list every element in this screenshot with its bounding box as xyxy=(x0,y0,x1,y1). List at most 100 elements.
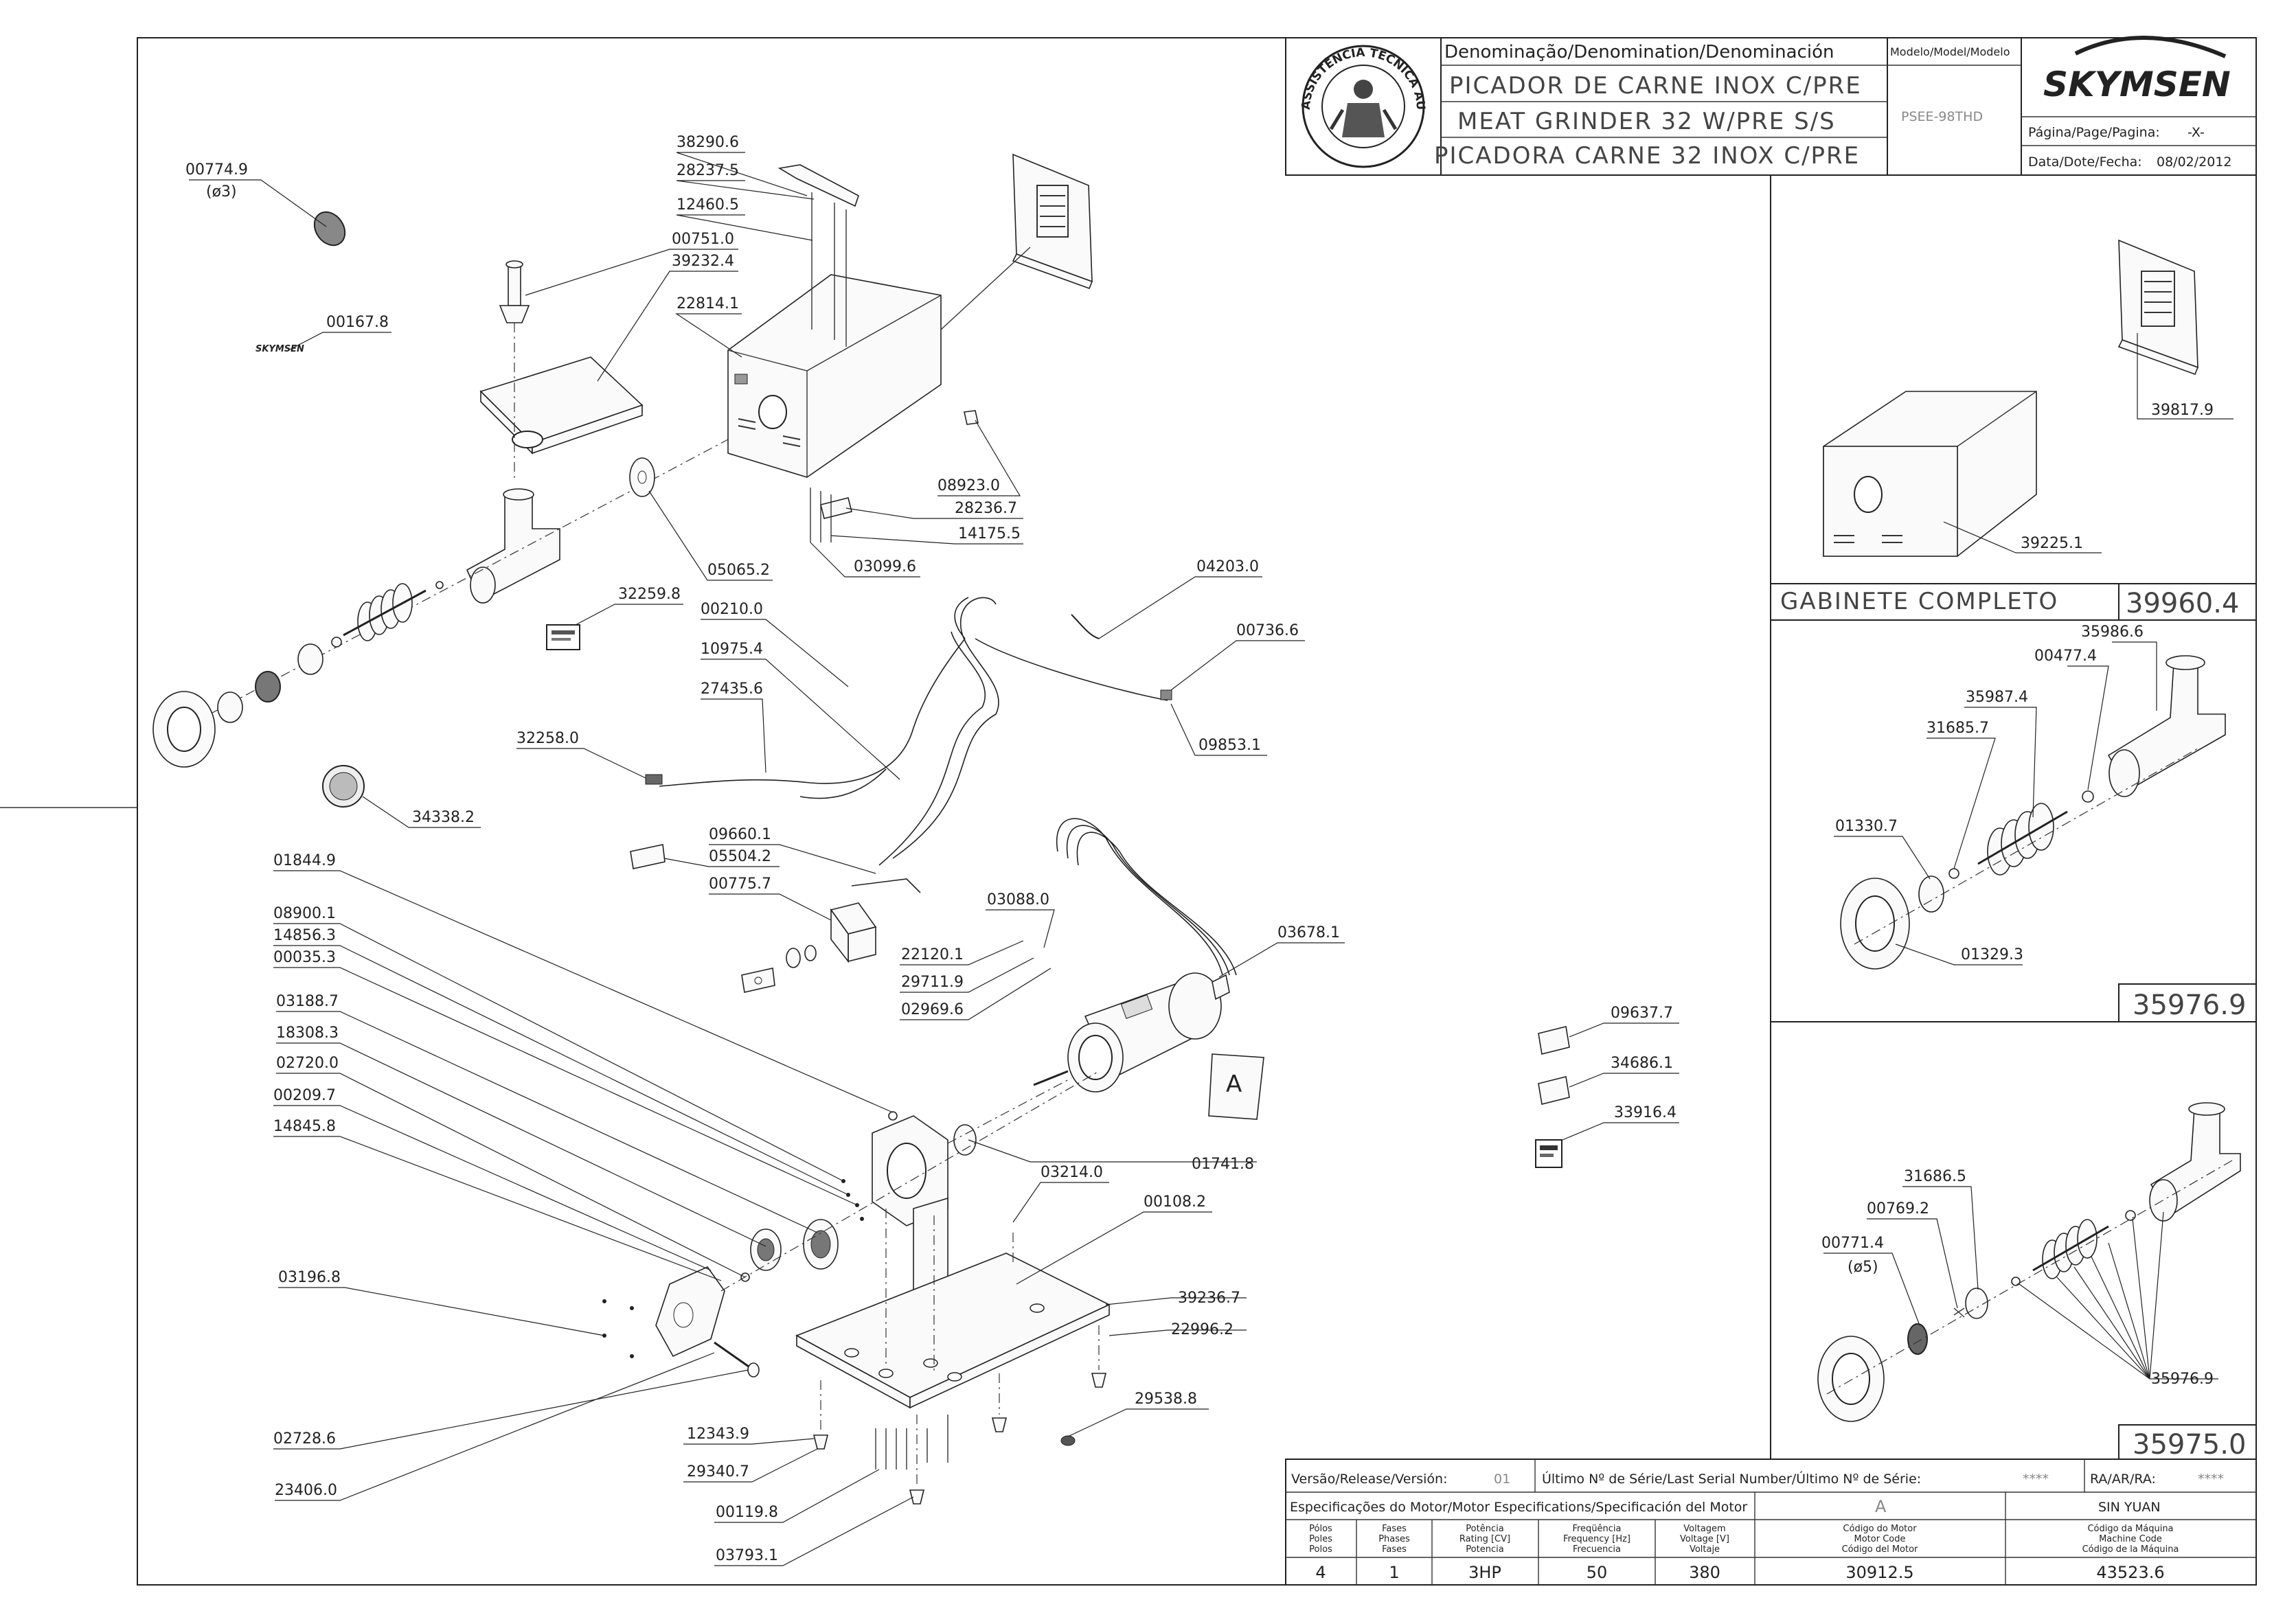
label-29538-8: 29538.8 xyxy=(1135,1391,1197,1408)
label-31685-7: 31685.7 xyxy=(1926,720,1989,737)
label-09853-1: 09853.1 xyxy=(1198,737,1261,754)
label-14175-5: 14175.5 xyxy=(958,525,1021,542)
cabinet-code: 39960.4 xyxy=(2126,588,2239,619)
label-12460-5: 12460.5 xyxy=(677,196,739,214)
label-35987-4: 35987.4 xyxy=(1966,689,2028,706)
label-35976-9-b: 35976.9 xyxy=(2151,1371,2214,1388)
label-00210-0: 00210.0 xyxy=(701,601,763,618)
main-view-callouts: 00774.9 (ø3) 00167.8 38290.6 28237.5 124… xyxy=(185,134,1679,1566)
freq-header-es: Frecuencia xyxy=(1573,1544,1621,1555)
volt-header-en: Voltage [V] xyxy=(1680,1534,1729,1544)
label-22996-2: 22996.2 xyxy=(1171,1321,1234,1338)
label-00167-8: 00167.8 xyxy=(326,314,389,331)
label-02969-6: 02969.6 xyxy=(901,1001,964,1018)
brand-logo: SKYMSEN xyxy=(2043,36,2231,104)
motor-spec-label: Especificações do Motor/Motor Especifica… xyxy=(1290,1500,1747,1515)
label-14845-8: 14845.8 xyxy=(273,1118,336,1135)
label-03099-6: 03099.6 xyxy=(854,558,916,575)
motor-code-header-en: Motor Code xyxy=(1854,1534,1906,1544)
label-03793-1: 03793.1 xyxy=(716,1547,778,1564)
svg-text:SKYMSEN: SKYMSEN xyxy=(255,344,304,354)
label-00774-9: 00774.9 xyxy=(185,161,248,179)
label-08923-0: 08923.0 xyxy=(937,477,1000,494)
model-header: Modelo/Model/Modelo xyxy=(1890,45,2010,58)
side-panels xyxy=(1770,175,2257,1460)
phases-header-es: Fases xyxy=(1382,1544,1407,1555)
cabinet-title: GABINETE COMPLETO xyxy=(1780,588,2058,615)
label-22814-1: 22814.1 xyxy=(677,295,739,312)
label-09660-1: 09660.1 xyxy=(709,826,771,843)
label-27435-6: 27435.6 xyxy=(701,681,763,698)
kit-b-code: 35975.0 xyxy=(2133,1429,2246,1461)
label-05504-2: 05504.2 xyxy=(709,848,771,865)
label-00209-7: 00209.7 xyxy=(273,1087,336,1104)
label-00771-4-sub: (ø5) xyxy=(1848,1259,1878,1276)
label-03188-7: 03188.7 xyxy=(276,993,339,1010)
seal-text: ASSISTÊNCIA TÉCNICA AUTORIZADA xyxy=(0,0,1427,111)
label-18308-3: 18308.3 xyxy=(276,1025,339,1042)
label-00751-0: 00751.0 xyxy=(672,231,734,248)
volt-header-pt: Voltagem xyxy=(1683,1524,1725,1534)
phases-value: 1 xyxy=(1389,1563,1399,1582)
page-value: -X- xyxy=(2187,125,2205,140)
label-33916-4: 33916.4 xyxy=(1614,1104,1676,1121)
title-block: ASSISTÊNCIA TÉCNICA AUTORIZADA Denominaç… xyxy=(0,0,2257,176)
specification-table: Versão/Release/Versión: 01 Último Nº de … xyxy=(1285,1459,2257,1586)
poles-value: 4 xyxy=(1315,1563,1326,1582)
power-value: 3HP xyxy=(1468,1563,1501,1582)
freq-value: 50 xyxy=(1587,1563,1608,1582)
machine-code-header-en: Machine Code xyxy=(2099,1534,2162,1544)
motor-illustration xyxy=(1033,972,1264,1120)
label-02720-0: 02720.0 xyxy=(276,1055,339,1072)
label-03214-0: 03214.0 xyxy=(1041,1164,1103,1181)
label-01844-9: 01844.9 xyxy=(273,852,336,869)
label-00771-4: 00771.4 xyxy=(1821,1235,1884,1252)
label-01329-3: 01329.3 xyxy=(1961,946,2023,963)
serial-value: **** xyxy=(2023,1472,2049,1487)
ra-value: **** xyxy=(2198,1472,2224,1487)
column-headers: Pólos Poles Polos Fases Phases Fases Pot… xyxy=(1309,1524,2179,1555)
ra-label: RA/AR/RA: xyxy=(2090,1472,2156,1487)
power-header-es: Potencia xyxy=(1466,1544,1503,1555)
label-08900-1: 08900.1 xyxy=(273,905,336,922)
freq-header-en: Frequency [Hz] xyxy=(1563,1534,1630,1544)
label-03678-1: 03678.1 xyxy=(1277,924,1340,941)
label-00108-2: 00108.2 xyxy=(1144,1193,1206,1211)
label-09637-7: 09637.7 xyxy=(1611,1005,1673,1022)
power-header-pt: Potência xyxy=(1466,1524,1503,1534)
power-header-en: Rating [CV] xyxy=(1459,1534,1510,1544)
brand-name: SKYMSEN xyxy=(2043,65,2231,104)
label-39232-4: 39232.4 xyxy=(672,253,734,270)
motor-ref-letter: A xyxy=(1226,1071,1242,1098)
motor-maker: SIN YUAN xyxy=(2098,1500,2161,1515)
volt-value: 380 xyxy=(1689,1563,1720,1582)
page-label: Página/Page/Pagina: xyxy=(2028,125,2160,140)
drawing-border xyxy=(137,37,2257,1586)
label-32259-8: 32259.8 xyxy=(618,586,681,603)
version-label: Versão/Release/Versión: xyxy=(1291,1472,1448,1487)
label-35986-6: 35986.6 xyxy=(2081,624,2144,641)
kit-a-panel: 35986.6 00477.4 35987.4 31685.7 01330.7 … xyxy=(1834,624,2246,1021)
label-cabinet-lid: 39817.9 xyxy=(2151,402,2214,419)
volt-header-es: Voltaje xyxy=(1690,1544,1720,1555)
machine-code-value: 43523.6 xyxy=(2096,1563,2164,1582)
label-39236-7: 39236.7 xyxy=(1178,1290,1240,1307)
label-23406-0: 23406.0 xyxy=(275,1482,337,1499)
version-value: 01 xyxy=(1494,1472,1510,1487)
model-code: PSEE-98THD xyxy=(1901,109,1983,124)
kit-b-panel: 31686.5 00769.2 00771.4 (ø5) 35976.9 359… xyxy=(1817,1102,2246,1461)
machine-code-header-pt: Código da Máquina xyxy=(2087,1524,2173,1534)
label-00035-3: 00035.3 xyxy=(273,949,336,966)
serial-label: Último Nº de Série/Last Serial Number/Úl… xyxy=(1542,1470,1921,1487)
name-english: MEAT GRINDER 32 W/PRE S/S xyxy=(1457,108,1836,135)
label-00774-9-sub: (ø3) xyxy=(206,183,237,201)
label-38290-6: 38290.6 xyxy=(677,134,739,151)
label-04203-0: 04203.0 xyxy=(1196,558,1259,575)
spec-values: 4 1 3HP 50 380 30912.5 43523.6 xyxy=(1315,1563,2164,1582)
cabinet-panel: 39817.9 39225.1 GABINETE COMPLETO 39960.… xyxy=(1780,239,2239,619)
main-exploded-view: SKYMSEN xyxy=(152,153,1264,1505)
name-portuguese: PICADOR DE CARNE INOX C/PRE xyxy=(1449,72,1862,100)
date-label: Data/Dote/Fecha: xyxy=(2028,155,2142,170)
svg-text:ASSISTÊNCIA TÉCNICA AUTORIZADA: ASSISTÊNCIA TÉCNICA AUTORIZADA xyxy=(0,0,1427,111)
